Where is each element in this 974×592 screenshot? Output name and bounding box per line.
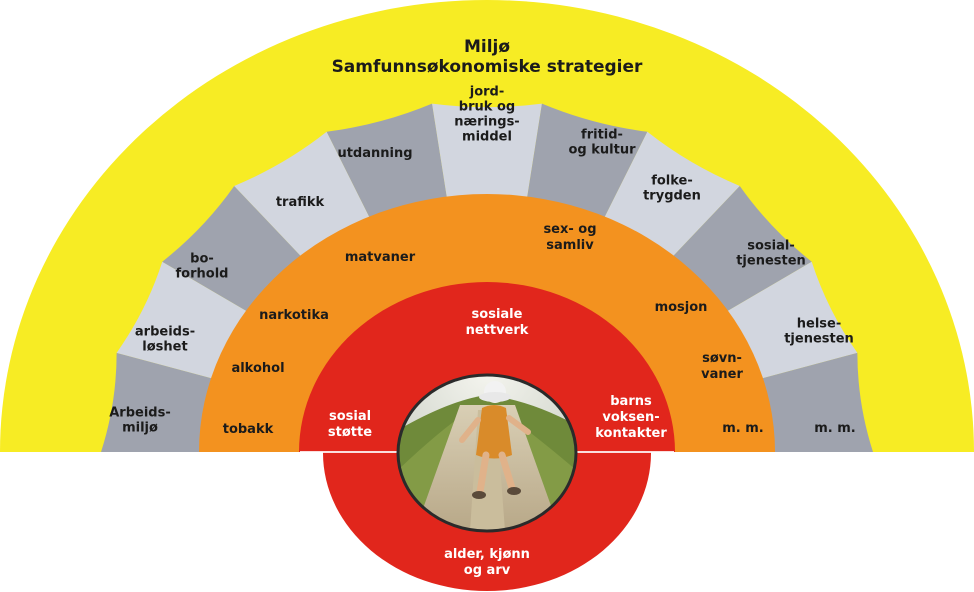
- label-sovn-line2: vaner: [701, 367, 743, 382]
- sector-label-6-line2: og kultur: [569, 143, 637, 158]
- label-barns-line2: voksen-: [602, 410, 659, 425]
- environment-title: Miljø: [464, 37, 510, 57]
- sector-label-1-line2: løshet: [142, 340, 187, 355]
- photo-frame: [396, 373, 578, 533]
- sector-label-5-line1: jord-: [469, 85, 505, 100]
- label-core-line2: og arv: [464, 563, 511, 578]
- label-sosial-line2: støtte: [328, 425, 372, 440]
- sector-label-7-line2: trygden: [643, 189, 701, 204]
- sector-label-0-line1: Arbeids-: [109, 406, 171, 421]
- label-nettverk-line1: sosiale: [472, 307, 523, 322]
- label-mosjon: mosjon: [655, 300, 708, 315]
- label-narkotika: narkotika: [259, 308, 329, 323]
- label-lifestyle-mm: m. m.: [722, 421, 764, 436]
- center-photo: [398, 375, 576, 531]
- sector-label-5-line3: nærings-: [454, 115, 519, 130]
- label-tobakk: tobakk: [223, 422, 274, 437]
- label-alkohol: alkohol: [231, 361, 284, 376]
- label-barns-line1: barns: [610, 394, 652, 409]
- label-barns-line3: kontakter: [595, 426, 667, 441]
- label-sex-line2: samliv: [546, 238, 594, 253]
- sector-label-0-line2: miljø: [122, 421, 158, 436]
- label-core-line1: alder, kjønn: [444, 547, 530, 562]
- sector-label-2-line1: bo-: [190, 252, 214, 267]
- sector-labels: Arbeids-miljø arbeids-løshet bo-forhold tra…: [109, 85, 856, 437]
- label-sosial-line1: sosial: [329, 409, 371, 424]
- sector-label-9-line2: tjenesten: [784, 332, 854, 347]
- sector-label-5-line2: bruk og: [459, 100, 515, 115]
- sector-label-6-line1: fritid-: [581, 128, 623, 143]
- sector-label-9-line1: helse-: [797, 317, 841, 332]
- label-sex-line1: sex- og: [543, 222, 596, 237]
- label-matvaner: matvaner: [345, 250, 416, 265]
- environment-subtitle: Samfunnsøkonomiske strategier: [332, 57, 643, 77]
- sector-label-5-line4: middel: [462, 130, 512, 145]
- sector-label-10-line1: m. m.: [814, 421, 856, 436]
- social-ring: [299, 282, 675, 452]
- sector-label-8-line1: sosial-: [747, 239, 795, 254]
- sector-label-7-line1: folke-: [651, 174, 693, 189]
- label-nettverk-line2: nettverk: [466, 323, 529, 338]
- label-sovn-line1: søvn-: [702, 351, 742, 366]
- sector-label-3-line1: trafikk: [276, 195, 325, 210]
- sector-label-4-line1: utdanning: [337, 146, 412, 161]
- sector-label-1-line1: arbeids-: [135, 325, 195, 340]
- sector-label-8-line2: tjenesten: [736, 254, 806, 269]
- sector-label-2-line2: forhold: [176, 267, 229, 282]
